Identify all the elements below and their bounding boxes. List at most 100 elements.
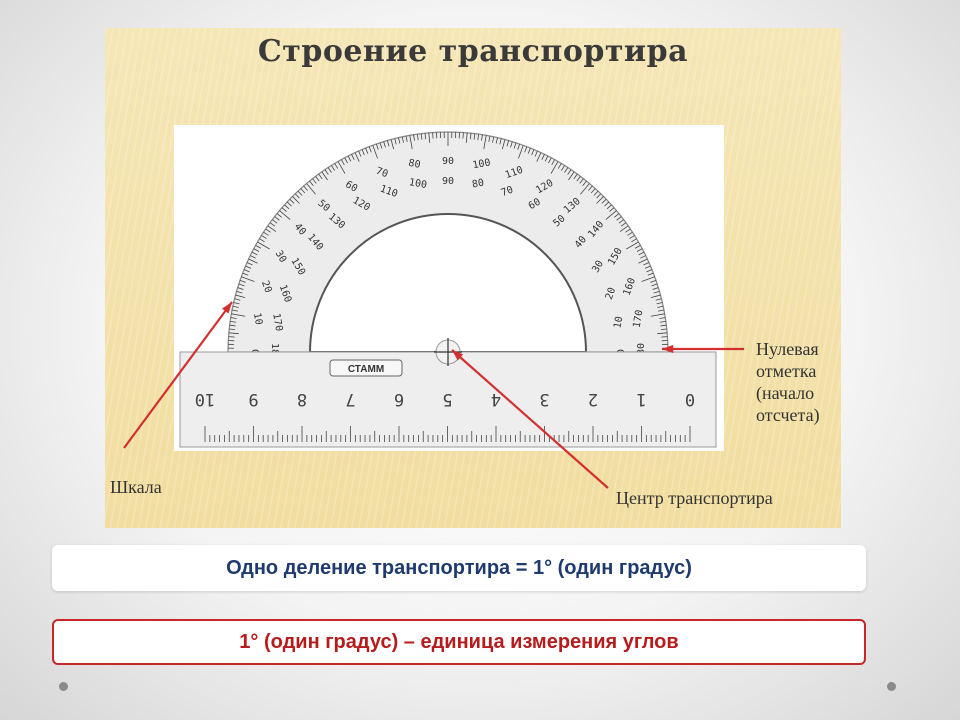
degree-tick	[605, 210, 617, 220]
degree-tick	[243, 269, 250, 273]
degree-tick	[255, 244, 262, 249]
degree-tick	[647, 272, 654, 276]
degree-tick	[582, 180, 587, 186]
zero-mark-arrow-head	[662, 344, 674, 354]
degree-tick	[245, 265, 252, 269]
degree-tick	[650, 279, 657, 283]
degree-tick	[238, 283, 245, 287]
degree-tick	[501, 139, 506, 150]
protractor: 0180101702016030150401405013060120701108…	[179, 131, 717, 448]
degree-tick	[424, 133, 427, 140]
ruler-number: 10	[195, 389, 215, 409]
degree-tick	[644, 265, 651, 269]
degree-tick	[627, 231, 633, 236]
degree-tick	[604, 201, 610, 207]
outer-degree-label: 100	[472, 157, 492, 171]
degree-tick	[337, 161, 346, 174]
degree-tick	[398, 137, 401, 144]
degree-tick	[331, 165, 335, 171]
degree-tick	[641, 276, 655, 282]
degree-tick	[660, 324, 667, 327]
degree-tick	[272, 219, 278, 224]
inner-degree-label: 20	[604, 286, 618, 301]
degree-tick	[361, 149, 365, 156]
inner-degree-label: 10	[612, 316, 625, 330]
outer-degree-label: 170	[632, 309, 646, 329]
center-arrow-head	[452, 350, 464, 361]
degree-tick	[593, 190, 599, 196]
degree-tick	[235, 294, 246, 299]
degree-tick	[390, 139, 395, 150]
degree-tick	[495, 137, 498, 144]
degree-tick	[231, 309, 239, 312]
degree-tick	[579, 178, 584, 184]
degree-tick	[517, 143, 521, 150]
degree-tick	[536, 152, 542, 162]
degree-tick	[626, 241, 639, 250]
degree-tick	[237, 287, 244, 290]
degree-tick	[483, 135, 487, 150]
degree-tick	[659, 320, 666, 323]
scale-label: Шкала	[110, 477, 162, 497]
degree-tick	[232, 305, 239, 308]
degree-tick	[236, 290, 243, 294]
degree-tick	[596, 196, 604, 204]
inner-degree-label: 70	[500, 185, 515, 199]
degree-tick	[321, 171, 328, 181]
degree-tick	[340, 159, 345, 166]
degree-tick	[292, 196, 300, 204]
nav-next-dot[interactable]	[887, 682, 896, 691]
degree-tick	[634, 244, 641, 249]
degree-tick	[469, 133, 472, 140]
zero-mark-line-2: отметка	[756, 361, 817, 381]
zero-mark-line-1: Нулевая	[756, 339, 819, 359]
ruler-number: 7	[345, 389, 355, 409]
outer-degree-label: 80	[408, 158, 422, 171]
degree-tick	[609, 207, 615, 212]
inner-degree-label: 60	[527, 197, 543, 213]
degree-tick	[573, 173, 578, 180]
degree-tick	[409, 135, 413, 150]
ruler-number: 6	[394, 389, 404, 409]
degree-tick	[620, 222, 627, 227]
degree-tick	[650, 313, 665, 317]
outer-degree-label: 30	[273, 249, 289, 265]
ruler-number: 2	[588, 389, 598, 409]
degree-tick	[312, 178, 317, 184]
ruler-number: 1	[636, 389, 646, 409]
degree-tick	[631, 238, 637, 243]
degree-tick	[351, 154, 355, 160]
degree-tick	[640, 255, 646, 259]
degree-tick	[303, 185, 308, 191]
degree-tick	[281, 207, 287, 212]
degree-tick	[416, 134, 419, 141]
outer-degree-label: 60	[343, 179, 359, 195]
degree-tick	[601, 198, 607, 204]
degree-tick	[379, 142, 383, 149]
degree-tick	[524, 146, 528, 153]
outer-degree-label: 20	[259, 279, 273, 294]
degree-tick	[488, 135, 491, 143]
degree-tick	[405, 135, 408, 143]
inner-degree-label: 90	[442, 176, 454, 187]
degree-tick	[231, 313, 246, 317]
degree-tick	[499, 138, 502, 145]
degree-tick	[289, 198, 295, 204]
degree-tick	[229, 324, 236, 327]
degree-tick	[561, 165, 565, 171]
degree-tick	[383, 141, 386, 148]
degree-tick	[286, 201, 292, 207]
degree-tick	[230, 320, 237, 323]
nav-prev-dot[interactable]	[59, 682, 68, 691]
degree-tick	[481, 134, 483, 141]
degree-tick	[251, 251, 258, 256]
degree-tick	[233, 302, 240, 305]
degree-tick	[638, 258, 648, 264]
ruler-number: 3	[539, 389, 549, 409]
degree-tick	[548, 157, 552, 164]
degree-tick	[643, 262, 650, 266]
degree-tick	[294, 193, 300, 199]
degree-tick	[324, 169, 329, 175]
zero-mark-label: Нулевая отметка (начало отсчета)	[756, 338, 820, 426]
